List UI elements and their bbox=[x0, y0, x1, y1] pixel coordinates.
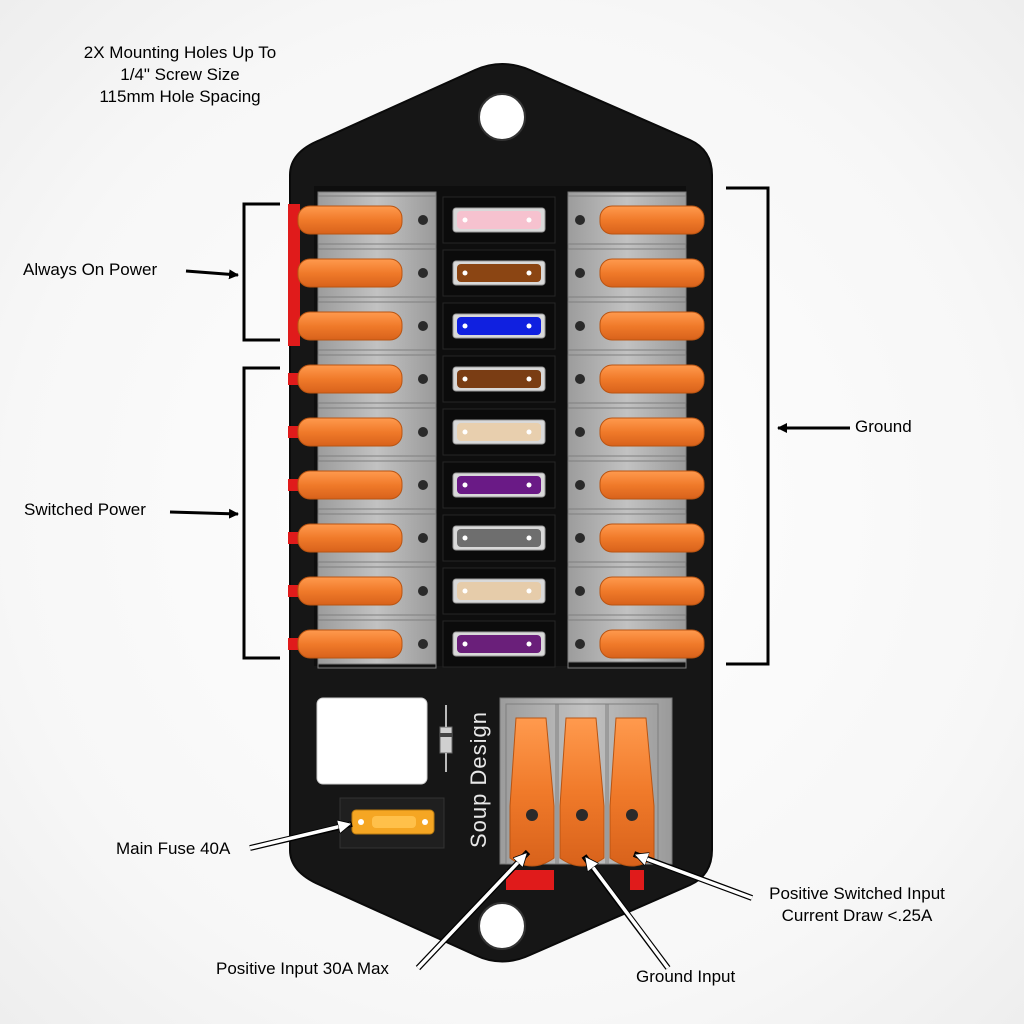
input-levers bbox=[505, 703, 659, 867]
left-connector-3[interactable] bbox=[297, 301, 437, 351]
left-connector-5[interactable] bbox=[288, 407, 437, 457]
mounting-note-line1: 2X Mounting Holes Up To bbox=[83, 43, 277, 62]
always-on-marker bbox=[288, 204, 300, 346]
ground-bracket bbox=[726, 186, 770, 666]
switched-label: Switched Power bbox=[24, 500, 146, 519]
switched-input-label: Positive Switched Input Current Draw <.2… bbox=[742, 883, 972, 927]
mounting-hole-top bbox=[478, 93, 526, 141]
right-connector-2[interactable] bbox=[567, 248, 705, 298]
left-connector-7[interactable] bbox=[288, 513, 437, 563]
left-connector-9[interactable] bbox=[288, 619, 437, 669]
mounting-note: 2X Mounting Holes Up To 1/4" Screw Size … bbox=[40, 42, 320, 108]
input-lever-1[interactable] bbox=[505, 703, 559, 867]
fuse-5[interactable] bbox=[442, 408, 556, 456]
switched-bracket bbox=[242, 366, 280, 660]
fuse-6[interactable] bbox=[442, 461, 556, 509]
right-connector-6[interactable] bbox=[567, 460, 705, 510]
left-connector-1[interactable] bbox=[297, 195, 437, 245]
right-connector-9[interactable] bbox=[567, 619, 705, 669]
left-connector-2[interactable] bbox=[297, 248, 437, 298]
fuse-8[interactable] bbox=[442, 567, 556, 615]
ground-label: Ground bbox=[855, 417, 912, 436]
brand-text: Soup Design bbox=[466, 711, 491, 848]
main-fuse-label: Main Fuse 40A bbox=[116, 839, 231, 858]
ground-input-label: Ground Input bbox=[636, 967, 736, 986]
right-connector-3[interactable] bbox=[567, 301, 705, 351]
positive-input-label: Positive Input 30A Max bbox=[216, 959, 389, 978]
relay-module bbox=[316, 697, 428, 785]
right-connector-rows bbox=[567, 195, 705, 669]
input-lever-3[interactable] bbox=[605, 703, 659, 867]
left-connector-6[interactable] bbox=[288, 460, 437, 510]
always-on-arrow bbox=[185, 269, 239, 280]
left-connector-8[interactable] bbox=[288, 566, 437, 616]
mounting-note-line3: 115mm Hole Spacing bbox=[99, 87, 261, 106]
always-on-label: Always On Power bbox=[23, 260, 158, 279]
fuse-7[interactable] bbox=[442, 514, 556, 562]
fuse-3[interactable] bbox=[442, 302, 556, 350]
switched-input-marker bbox=[630, 870, 644, 890]
fuse-2[interactable] bbox=[442, 249, 556, 297]
diode bbox=[439, 726, 453, 754]
right-connector-5[interactable] bbox=[567, 407, 705, 457]
right-connector-1[interactable] bbox=[567, 195, 705, 245]
fuse-column bbox=[442, 196, 556, 668]
mounting-hole-bottom bbox=[478, 902, 526, 950]
fuse-4[interactable] bbox=[442, 355, 556, 403]
mounting-note-line2: 1/4" Screw Size bbox=[120, 65, 240, 84]
switched-input-label-line2: Current Draw <.25A bbox=[781, 906, 933, 925]
positive-input-marker bbox=[506, 870, 554, 890]
left-connector-rows bbox=[288, 195, 437, 669]
fuse-9[interactable] bbox=[442, 620, 556, 668]
right-connector-8[interactable] bbox=[567, 566, 705, 616]
right-connector-7[interactable] bbox=[567, 513, 705, 563]
always-on-bracket bbox=[242, 202, 280, 342]
switched-arrow bbox=[169, 508, 239, 519]
left-connector-4[interactable] bbox=[288, 354, 437, 404]
right-connector-4[interactable] bbox=[567, 354, 705, 404]
fuse-1[interactable] bbox=[442, 196, 556, 244]
switched-input-label-line1: Positive Switched Input bbox=[769, 884, 945, 903]
